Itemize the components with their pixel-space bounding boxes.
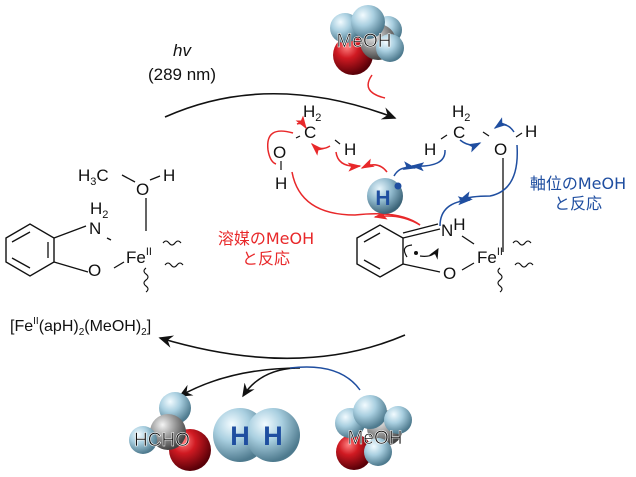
return-arrow	[158, 334, 406, 360]
solvent-c: C	[304, 123, 316, 142]
radical-phenol-o: O	[443, 264, 456, 283]
hcho-label: HCHO	[134, 430, 190, 451]
solvent-o: O	[273, 143, 286, 162]
meoh-entry-arrow	[367, 74, 386, 99]
radical-dot-icon	[394, 182, 402, 190]
red-arrow-solvent	[291, 171, 421, 226]
phenol-o: O	[88, 261, 101, 280]
benzene-ring-left	[5, 223, 55, 277]
methanol-h: H	[163, 166, 175, 185]
hcho-release-arrow	[178, 367, 301, 397]
axial-o: O	[494, 140, 507, 159]
hcho-molecule: HCHO	[129, 392, 211, 471]
axial-c: C	[453, 123, 465, 142]
axial-label-2: と反応	[554, 194, 602, 213]
h2-release-arrow	[242, 367, 296, 398]
axial-h-o: H	[525, 122, 537, 141]
imine-n: NH	[441, 215, 466, 240]
benzene-ring-right	[356, 224, 404, 278]
solvent-label-2: と反応	[242, 249, 290, 268]
fe-apH-complex: H3C O H H2 N O FeII [FeII(apH)2(MeOH)2]	[5, 166, 184, 338]
axial-h-c: H	[424, 140, 436, 159]
meoh-top-label: MeOH	[337, 31, 392, 52]
fe-center: FeII	[126, 246, 152, 267]
red-arrow-o	[266, 130, 294, 165]
wavelength-label: (289 nm)	[148, 65, 216, 84]
blue-arrow-h	[393, 161, 417, 177]
solvent-h-c: H	[344, 140, 356, 159]
complex-formula: [FeII(apH)2(MeOH)2]	[10, 316, 151, 338]
solvent-ch2-h: H2	[303, 102, 321, 124]
meoh-bottom-molecule: MeOH	[335, 395, 412, 470]
radical-fe: FeII	[477, 246, 503, 267]
h-radical: H	[367, 178, 403, 214]
nh2-h: H2	[90, 199, 108, 221]
solvent-label-1: 溶媒のMeOH	[218, 229, 314, 248]
h-radical-label: H	[375, 187, 390, 210]
meoh-top-molecule: MeOH	[330, 5, 404, 75]
h2-label-a: H	[230, 421, 250, 451]
photoexcitation-arrow	[164, 92, 397, 120]
meoh-release-line	[289, 366, 361, 391]
solvent-meoh: H2 C O H H	[273, 102, 356, 193]
fe-radical-complex: NH O FeII	[356, 215, 534, 293]
axial-ch2-h: H2	[452, 102, 470, 124]
solvent-h-o: H	[275, 174, 287, 193]
blue-arrow-axial	[458, 144, 519, 201]
h2-molecule: H H	[213, 408, 300, 462]
axial-meoh: H2 C H O H	[424, 102, 537, 252]
nh2-n: N	[89, 219, 101, 238]
axial-label-1: 軸位のMeOH	[530, 174, 626, 193]
radical-dot-ring-icon	[414, 251, 418, 255]
red-arrow-ch	[310, 142, 331, 156]
methyl-h: H3C	[78, 166, 109, 188]
hv-label: hv	[173, 41, 192, 60]
methanol-o: O	[136, 180, 149, 199]
meoh-bottom-label: MeOH	[348, 428, 403, 449]
h2-label-b: H	[263, 421, 283, 451]
